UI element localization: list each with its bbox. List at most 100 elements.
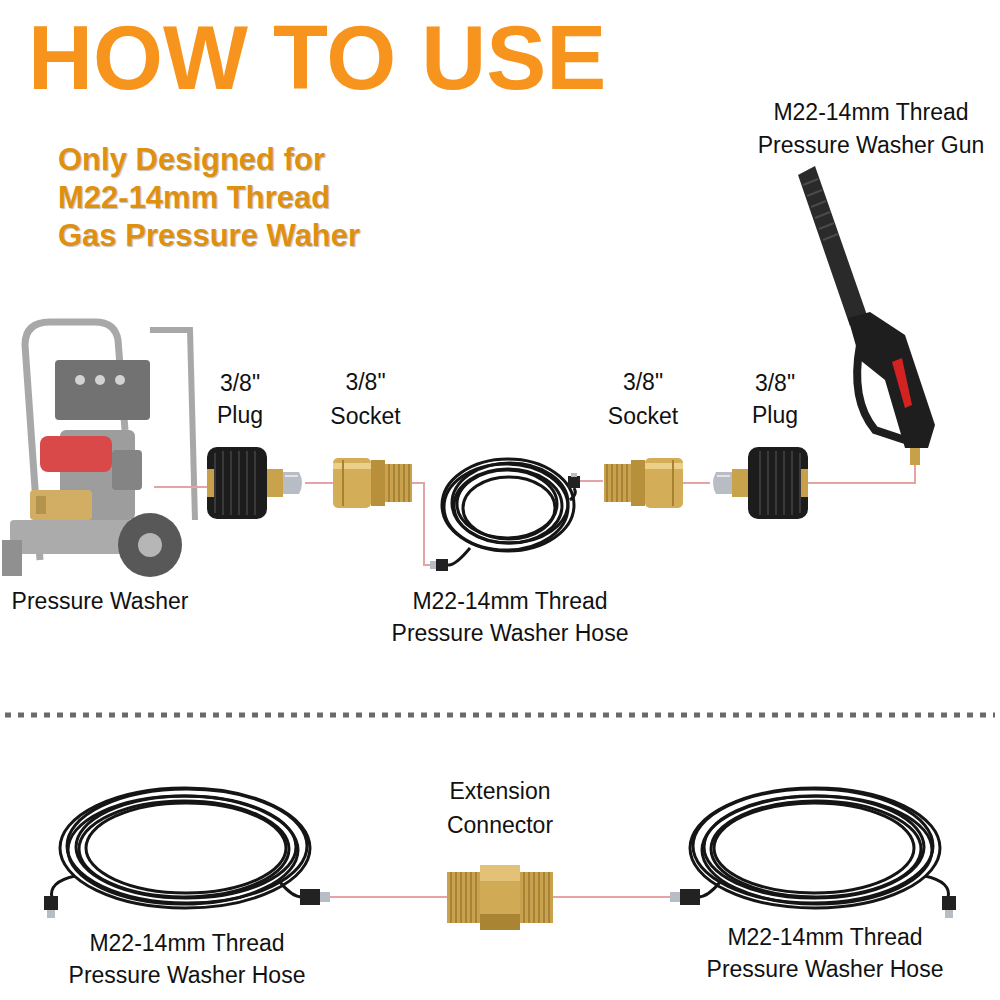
hose-picture-part [300,889,320,905]
quick-plug-picture-part [801,469,808,497]
quick-plug-label-block: 3/8" Plug [744,367,806,431]
quick-socket-picture-part [371,460,385,506]
hose-label: M22-14mm Thread Pressure Washer Hose [57,927,317,991]
quick-socket-label-block: 3/8" Socket [603,365,683,433]
extension-connector-label-block: Extension Connector [440,774,560,842]
quick-plug-label: 3/8" Plug [744,367,806,431]
pressure-washer-picture-part [112,450,142,490]
hose-picture-part [454,469,562,543]
spray-gun-node: M22-14mm Thread Pressure Washer Gun [795,168,935,465]
hose-picture-part-part [693,789,933,903]
hose-picture-part-part [698,882,720,897]
spray-gun-picture-part [848,312,935,448]
quick-socket-picture [333,458,412,508]
quick-socket-picture-part [385,464,412,502]
hose-label-block: M22-14mm Thread Pressure Washer Hose [380,585,640,649]
spray-gun-picture-part [857,345,905,440]
hose-picture-part-part [86,803,286,893]
quick-plug-picture [207,447,302,519]
quick-socket-picture-part [389,464,409,502]
hose-node: M22-14mm Thread Pressure Washer Hose [430,455,580,570]
pressure-washer-picture-part [138,533,162,557]
coupling-picture-part [480,865,520,930]
hose-picture-part-part [711,801,921,897]
pressure-washer-picture-part [75,375,85,385]
hose-picture-part [945,910,953,918]
quick-socket-picture [604,458,683,508]
hose-picture-part [457,470,557,538]
pressure-washer-picture-part [115,375,125,385]
quick-socket-label: 3/8" Socket [326,365,406,433]
quick-socket-picture-part [604,464,631,502]
coupling-picture-part [480,865,520,881]
quick-socket-picture-part [333,463,371,469]
coupling-picture-part [520,872,553,923]
hose-picture [670,788,956,918]
quick-plug-picture-part [717,475,730,477]
hose-picture-part [448,548,470,565]
pressure-washer-picture-part [55,360,150,420]
hose-fitting-part [430,561,436,569]
hose-node: M22-14mm Thread Pressure Washer Hose [40,785,330,920]
hose-picture-part-part [68,796,298,904]
hose-picture-part-part [76,796,296,898]
hose-picture-part-part [690,788,940,908]
quick-socket-picture-part [342,460,344,506]
connector-line [305,482,333,484]
hose-picture-part [320,892,330,902]
pressure-washer-picture-part [95,375,105,385]
hose-fitting-part [436,559,448,571]
quick-plug-picture-part [732,469,748,497]
pressure-washer-node: Pressure Washer [4,318,154,580]
hose-picture-part-part [702,796,932,904]
hose-picture [44,788,330,918]
pressure-washer-picture-part [118,513,182,577]
connector-line [412,483,430,565]
quick-plug-picture-part [267,469,283,497]
usage-note: Only Designed for M22-14mm Thread Gas Pr… [58,141,380,255]
hose-picture-part-part [67,789,307,903]
hose-picture-part [670,892,680,902]
quick-socket-node: 3/8" Socket [333,458,412,508]
hose-picture-part [442,459,574,551]
hose-picture-part-part [79,801,289,897]
coupling-picture-part [524,872,549,923]
hose-picture-part-part [925,876,949,898]
connector-line [154,486,207,488]
hose-picture-part [51,788,310,908]
quick-socket-picture-part [645,458,683,508]
hose-fitting-part [568,476,580,488]
page-title: HOW TO USE [28,13,606,103]
connector-line [683,482,710,484]
pressure-washer-picture-part [150,330,195,520]
quick-plug-picture-part [713,472,732,494]
hose-picture-part [942,896,956,910]
hose-label: M22-14mm Thread Pressure Washer Hose [695,921,955,985]
quick-plug-picture-part [760,451,800,515]
quick-plug-picture-part [207,447,267,519]
hose-picture-part-part [51,876,75,898]
pressure-washer-picture-part [30,490,92,520]
pressure-washer-picture-part [36,496,46,514]
spray-gun-label: M22-14mm Thread Pressure Washer Gun [746,96,996,162]
hose-node: M22-14mm Thread Pressure Washer Hose [670,785,956,915]
spray-gun-picture [798,166,935,465]
spray-gun-picture-part [798,166,868,326]
connector-line [553,896,670,898]
quick-plug-label: 3/8" Plug [209,367,271,431]
hose-fitting-part [571,473,577,477]
hose-picture-part [680,889,700,905]
coupling-picture [447,865,553,930]
connector-line [330,896,447,898]
quick-socket-node: 3/8" Socket [603,458,683,508]
quick-plug-node: 3/8" Plug [207,447,305,519]
quick-socket-label: 3/8" Socket [603,365,683,433]
hose-label: M22-14mm Thread Pressure Washer Hose [380,585,640,649]
extension-connector-node: Extension Connector [447,865,553,930]
quick-socket-picture-part [607,464,627,502]
hose-picture-part [690,788,949,908]
hose-picture-part-part [280,882,302,897]
hose-picture-part-part [704,796,924,898]
hose-fitting [430,473,580,571]
spray-gun-picture-part [803,179,838,240]
